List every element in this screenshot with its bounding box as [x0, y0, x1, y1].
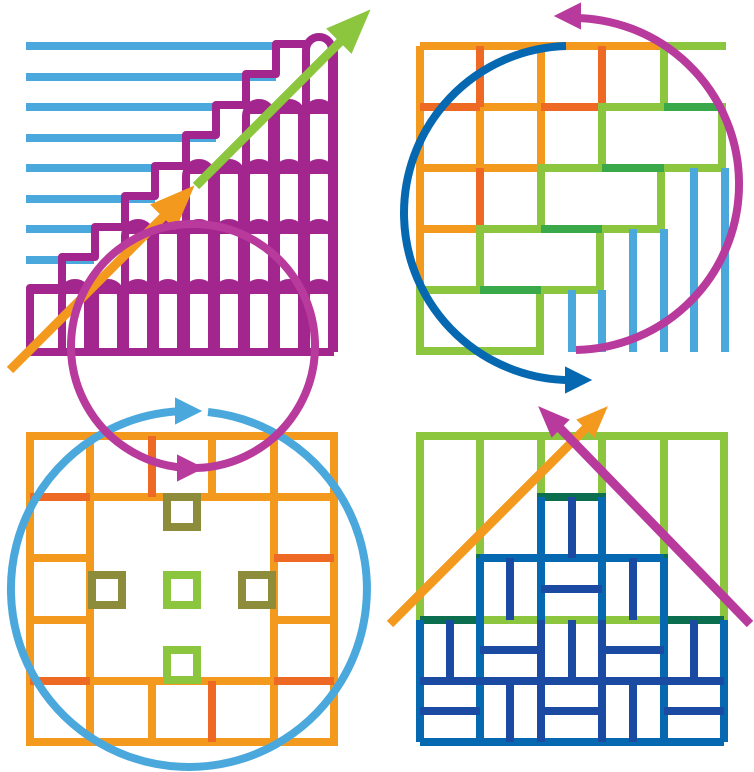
inner-olive-squares [92, 497, 272, 605]
orange-red-accents [420, 46, 602, 229]
cycle-brick-icon [404, 4, 739, 392]
outer-grid-red-accents [30, 436, 334, 742]
house-weave-icon [390, 408, 750, 742]
outer-grid [30, 436, 334, 742]
blue-stripes [572, 168, 725, 352]
